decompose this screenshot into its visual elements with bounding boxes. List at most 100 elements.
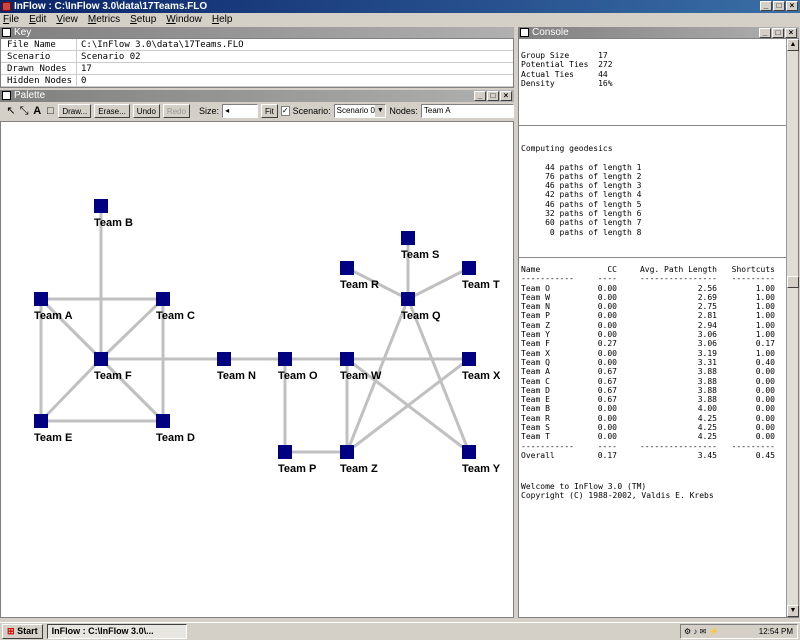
redo-button[interactable]: Redo — [162, 104, 191, 118]
menu-view[interactable]: View — [56, 14, 78, 25]
app-titlebar: InFlow : C:\InFlow 3.0\data\17Teams.FLO … — [0, 0, 800, 13]
node-label-team-o[interactable]: Team O — [278, 370, 318, 382]
node-tool-icon[interactable]: □ — [46, 105, 54, 117]
start-button[interactable]: ⊞ Start — [2, 624, 43, 639]
console-maximize-button[interactable]: □ — [772, 28, 784, 38]
node-label-team-b[interactable]: Team B — [94, 217, 133, 229]
maximize-button[interactable]: □ — [773, 1, 785, 11]
scroll-up-icon[interactable]: ▲ — [787, 39, 799, 51]
network-canvas[interactable]: Team A Team B Team C Team D Team E Team F Team… — [0, 121, 514, 618]
node-label-team-e[interactable]: Team E — [34, 432, 72, 444]
palette-maximize-button[interactable]: □ — [487, 91, 499, 101]
draw-button[interactable]: Draw... — [58, 104, 92, 118]
node-label-team-a[interactable]: Team A — [34, 310, 73, 322]
link-tool-icon[interactable]: ⤡ — [19, 105, 29, 117]
node-team-n[interactable] — [217, 352, 231, 366]
node-team-x[interactable] — [462, 352, 476, 366]
menu-edit[interactable]: Edit — [29, 14, 47, 25]
tray-icons[interactable]: ⚙ ♪ ✉ ⚡ — [684, 627, 719, 636]
row-name: Team N — [521, 302, 550, 312]
console-close-button[interactable]: × — [785, 28, 797, 38]
node-team-e[interactable] — [34, 414, 48, 428]
node-team-y[interactable] — [462, 445, 476, 459]
row-cc: 0.00 — [597, 330, 617, 340]
node-label-team-p[interactable]: Team P — [278, 463, 316, 475]
scroll-down-icon[interactable]: ▼ — [787, 605, 799, 617]
row-apl: 4.25 — [697, 423, 717, 433]
console-minimize-button[interactable]: _ — [759, 28, 771, 38]
palette-close-button[interactable]: × — [500, 91, 512, 101]
row-apl: 4.25 — [697, 413, 717, 423]
fit-button[interactable]: Fit — [261, 104, 278, 118]
undo-button[interactable]: Undo — [132, 104, 160, 118]
row-shortcuts: 1.00 — [755, 311, 775, 321]
edge-Q-Y[interactable] — [406, 298, 471, 453]
node-label-team-t[interactable]: Team T — [462, 279, 500, 291]
node-label-team-n[interactable]: Team N — [217, 370, 256, 382]
row-name: Team D — [521, 385, 550, 395]
node-team-c[interactable] — [156, 292, 170, 306]
key-value: C:\InFlow 3.0\data\17Teams.FLO — [81, 40, 244, 50]
menu-file[interactable]: File — [3, 14, 20, 25]
key-label: Scenario — [1, 51, 77, 62]
edge-Q-R[interactable] — [346, 266, 409, 301]
edge-C-F[interactable] — [99, 297, 165, 361]
size-slider[interactable]: ◂ — [222, 104, 258, 118]
scenario-select[interactable]: Scenario 02▼ — [333, 104, 387, 118]
node-label-team-d[interactable]: Team D — [156, 432, 195, 444]
node-team-d[interactable] — [156, 414, 170, 428]
node-label-team-c[interactable]: Team C — [156, 310, 195, 322]
row-name: Team Y — [521, 330, 550, 340]
node-team-w[interactable] — [340, 352, 354, 366]
node-team-b[interactable] — [94, 199, 108, 213]
fit-checkbox[interactable]: ✓ — [280, 106, 290, 116]
node-label-team-x[interactable]: Team X — [462, 370, 501, 382]
close-button[interactable]: × — [786, 1, 798, 11]
taskbar-item-inflow[interactable]: InFlow : C:\InFlow 3.0\... — [46, 624, 187, 639]
scroll-thumb[interactable] — [787, 276, 799, 288]
node-team-f[interactable] — [94, 352, 108, 366]
chevron-down-icon[interactable]: ▼ — [375, 105, 386, 117]
menu-window[interactable]: Window — [166, 14, 202, 25]
system-tray: ⚙ ♪ ✉ ⚡12:54 PM — [680, 624, 798, 639]
row-cc: 0.00 — [597, 404, 617, 414]
palette-minimize-button[interactable]: _ — [474, 91, 486, 101]
node-team-p[interactable] — [278, 445, 292, 459]
nodes-input[interactable]: Team A — [420, 104, 514, 118]
row-name: Team P — [521, 311, 550, 321]
node-label-team-s[interactable]: Team S — [401, 249, 439, 261]
erase-button[interactable]: Erase... — [94, 104, 130, 118]
node-label-team-f[interactable]: Team F — [94, 370, 132, 382]
node-label-team-w[interactable]: Team W — [340, 370, 382, 382]
nodes-label: Nodes: — [389, 106, 418, 116]
row-name: Team C — [521, 376, 550, 386]
minimize-button[interactable]: _ — [760, 1, 772, 11]
node-team-s[interactable] — [401, 231, 415, 245]
node-team-t[interactable] — [462, 261, 476, 275]
menu-metrics[interactable]: Metrics — [87, 14, 121, 25]
edge-Z-X[interactable] — [346, 357, 470, 454]
underline: ----------- — [521, 274, 574, 284]
node-label-team-r[interactable]: Team R — [340, 279, 379, 291]
network-graph[interactable]: Team A Team B Team C Team D Team E Team F Team… — [1, 122, 513, 617]
node-team-o[interactable] — [278, 352, 292, 366]
menu-setup[interactable]: Setup — [130, 14, 157, 25]
console-title: Console — [532, 27, 569, 38]
edge-E-F[interactable] — [39, 357, 103, 423]
console-scrollbar[interactable]: ▲ ▼ — [786, 39, 799, 617]
row-apl: 4.00 — [697, 404, 717, 414]
node-team-r[interactable] — [340, 261, 354, 275]
edge-Z-Q[interactable] — [345, 298, 410, 453]
node-team-q[interactable] — [401, 292, 415, 306]
text-tool-icon[interactable]: A — [33, 105, 42, 117]
node-label-team-z[interactable]: Team Z — [340, 463, 378, 475]
pointer-icon[interactable]: ↖ — [6, 105, 16, 117]
node-label-team-y[interactable]: Team Y — [462, 463, 501, 475]
node-team-a[interactable] — [34, 292, 48, 306]
edge-Q-T[interactable] — [407, 266, 470, 301]
node-label-team-q[interactable]: Team Q — [401, 310, 441, 322]
node-team-z[interactable] — [340, 445, 354, 459]
menu-help[interactable]: Help — [211, 14, 233, 25]
